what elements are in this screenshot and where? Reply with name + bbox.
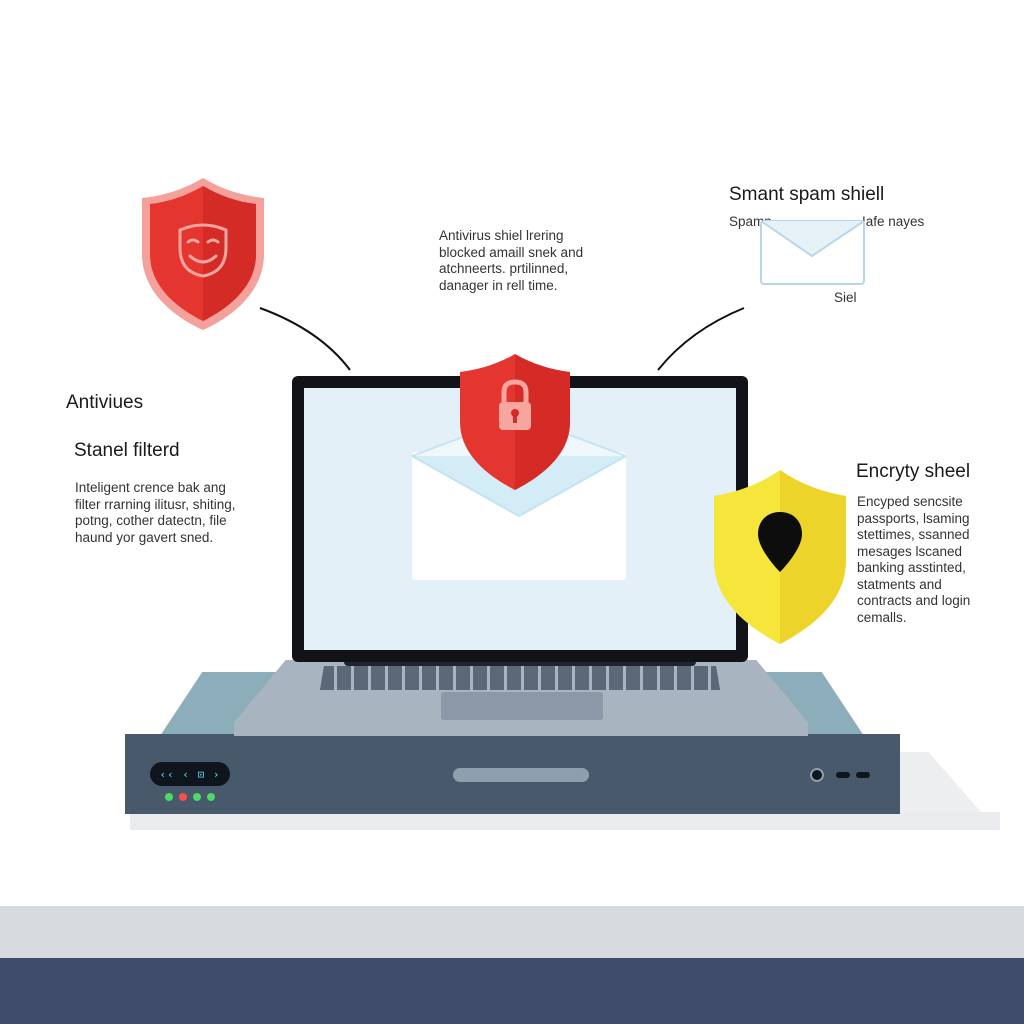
status-led-red [179,793,187,801]
envelope-icon [760,220,865,285]
center-line: danager in rell time. [439,277,558,293]
port-pill [856,772,870,778]
status-led-green [207,793,215,801]
power-port [810,768,824,782]
encrypt-description: Encyped sencsite passports, lsaming stet… [857,494,970,626]
router-shadow [130,812,1000,830]
spam-filter-subtitle: Stanel filterd [74,440,180,461]
padlock-icon [460,354,570,490]
laptop-touchpad [441,692,603,720]
connector-right [657,307,745,371]
encrypt-line: passports, lsaming [857,510,970,526]
safe-label: Iafe nayes [862,214,925,229]
center-line: blocked amaill snek and [439,244,584,260]
router-status-display: ‹‹ ‹ ⊡ › [150,762,230,786]
map-pin-icon [714,470,846,644]
shield-label: Siel [834,290,857,305]
encrypt-line: banking asstinted, [857,560,966,575]
left-line: potng, cother datectn, file [75,513,227,528]
floor-dark [0,958,1024,1024]
encrypt-line: stettimes, ssanned [857,527,970,542]
encrypt-line: Encyped sencsite [857,494,963,509]
antivirus-title: Antiviues [66,392,144,413]
left-line: Inteligent crence bak ang [75,480,226,495]
status-led-green [165,793,173,801]
encrypt-line: mesages lscaned [857,543,963,559]
left-line: haund yor gavert sned. [75,529,214,545]
connector-left [259,307,351,371]
encrypt-shield-title: Encryty sheel [856,461,971,482]
laptop-hinge [344,658,696,666]
smiley-mask-icon [142,178,264,330]
encrypt-line: cemalls. [857,609,907,625]
port-pill [836,772,850,778]
encrypt-line: statments and [857,576,942,592]
status-led-green [193,793,201,801]
center-line: Antivirus shiel lrering [439,228,564,243]
encrypt-line: contracts and login [857,593,971,608]
floor-light [0,906,1024,958]
center-line: atchneerts. prtilinned, [439,261,569,276]
laptop-keyboard [320,666,720,690]
center-description: Antivirus shiel lrering blocked amaill s… [439,228,583,294]
router-slot [453,768,589,782]
spam-shield-title: Smant spam shiell [729,184,885,205]
left-description: Inteligent crence bak ang filter rrarnin… [75,480,236,546]
left-line: filter rrarning ilitusr, shiting, [75,496,236,512]
